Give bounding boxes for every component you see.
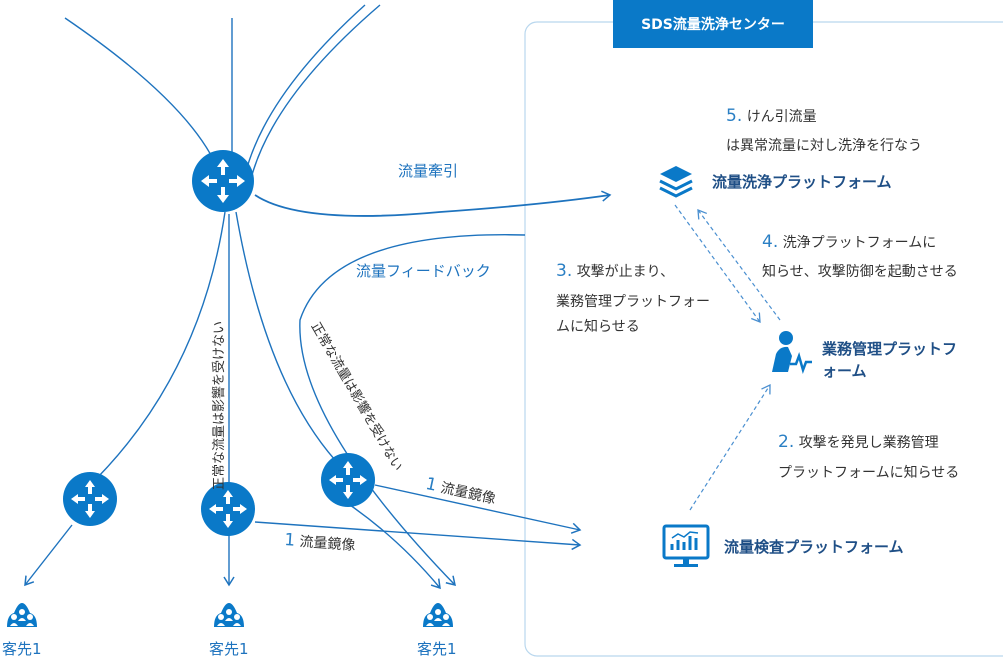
step-3-line-3: ムに知らせる (556, 319, 640, 335)
link-main-to-left-router (84, 211, 226, 491)
dashed-arrow-detect-to-manage (689, 383, 771, 511)
step-3-line-2: 業務管理プラットフォー (556, 294, 710, 310)
customer-label-3: 客先1 (417, 640, 457, 658)
step-5-number: 5. (726, 106, 743, 126)
scrub-platform-label: 流量洗浄プラットフォーム (712, 173, 892, 191)
traction-label: 流量牽引 (398, 162, 459, 180)
step-3-line-1: 3. 攻撃が止まり、 (556, 261, 674, 281)
upstream-link-right-1 (244, 4, 366, 176)
manage-platform-label-1: 業務管理プラットフ (822, 340, 958, 358)
step-2-line-1: 2. 攻撃を発見し業務管理 (778, 432, 939, 452)
mirror-arrow-upper (374, 484, 582, 534)
mirror-arrow-lower (254, 521, 582, 551)
customer-label-2: 客先1 (209, 640, 249, 658)
detect-platform-label: 流量検査プラットフォーム (724, 538, 904, 556)
step-5-line-2: は異常流量に対し洗浄を行なう (726, 138, 922, 154)
link-right-router-to-customer (349, 504, 441, 590)
link-left-router-to-customer (24, 524, 73, 587)
dashed-arrow-scrub-to-manage (674, 204, 761, 323)
step-5-text: けん引流量 (746, 109, 817, 125)
step-4-line-1: 4. 洗浄プラットフォームに (762, 232, 936, 252)
mirror-text: 流量鏡像 (298, 534, 356, 554)
step-5-line-1: 5. けん引流量 (726, 106, 817, 126)
customer-label-1: 客先1 (2, 640, 42, 658)
mirror-number: 1 (283, 530, 296, 551)
dashed-arrow-manage-to-scrub (697, 209, 781, 321)
scrubbing-center-title: SDS流量洗浄センター (613, 0, 813, 48)
upstream-link-right-2 (251, 4, 381, 176)
step-2-text: 攻撃を発見し業務管理 (798, 435, 939, 451)
monitor-chart-icon (662, 524, 710, 567)
left-router-icon (63, 472, 117, 526)
middle-router-icon (201, 482, 255, 536)
customer-group-icon (7, 603, 37, 627)
main-router-icon (192, 150, 254, 212)
step-4-text: 洗浄プラットフォームに (782, 235, 937, 251)
layers-icon (659, 166, 693, 198)
customer-group-icon (423, 603, 453, 627)
manage-platform-label-2: ォーム (822, 362, 867, 380)
link-main-to-right-router (235, 211, 336, 461)
step-4-line-2: 知らせ、攻撃防御を起動させる (762, 264, 958, 280)
operator-icon (772, 331, 812, 374)
upstream-link-left (64, 17, 223, 181)
customer-group-icon (214, 603, 244, 627)
step-3-number: 3. (556, 261, 573, 281)
feedback-label: 流量フィードバック (356, 262, 491, 280)
right-router-icon (321, 453, 375, 507)
step-2-number: 2. (778, 432, 795, 452)
step-4-number: 4. (762, 232, 779, 252)
step-3-text: 攻撃が止まり、 (576, 264, 675, 280)
step-2-line-2: プラットフォームに知らせる (778, 465, 960, 481)
normal-flow-vertical-label: 正常な流量は影響を受けない (212, 320, 227, 490)
traction-flow-arrow (254, 190, 612, 217)
